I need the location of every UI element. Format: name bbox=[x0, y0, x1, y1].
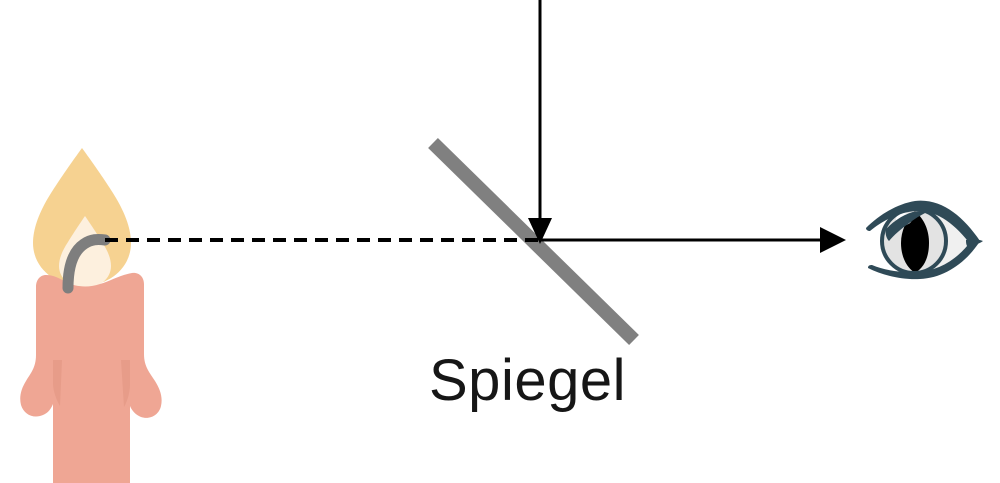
candle-shadow-right bbox=[121, 360, 130, 407]
eye-upper-lid bbox=[866, 200, 980, 245]
eye-pupil bbox=[901, 211, 929, 273]
eye-crease bbox=[885, 211, 927, 241]
eye-iris-outline bbox=[880, 207, 948, 275]
reflected-ray-arrowhead-icon bbox=[820, 227, 846, 253]
candle-shadow-left bbox=[53, 360, 62, 406]
mirror-label: Spiegel bbox=[429, 348, 626, 413]
candle-wick bbox=[62, 234, 111, 294]
candle-body bbox=[20, 272, 162, 483]
eye-outer-corner bbox=[966, 239, 983, 246]
incident-ray-arrowhead-icon bbox=[528, 218, 552, 244]
